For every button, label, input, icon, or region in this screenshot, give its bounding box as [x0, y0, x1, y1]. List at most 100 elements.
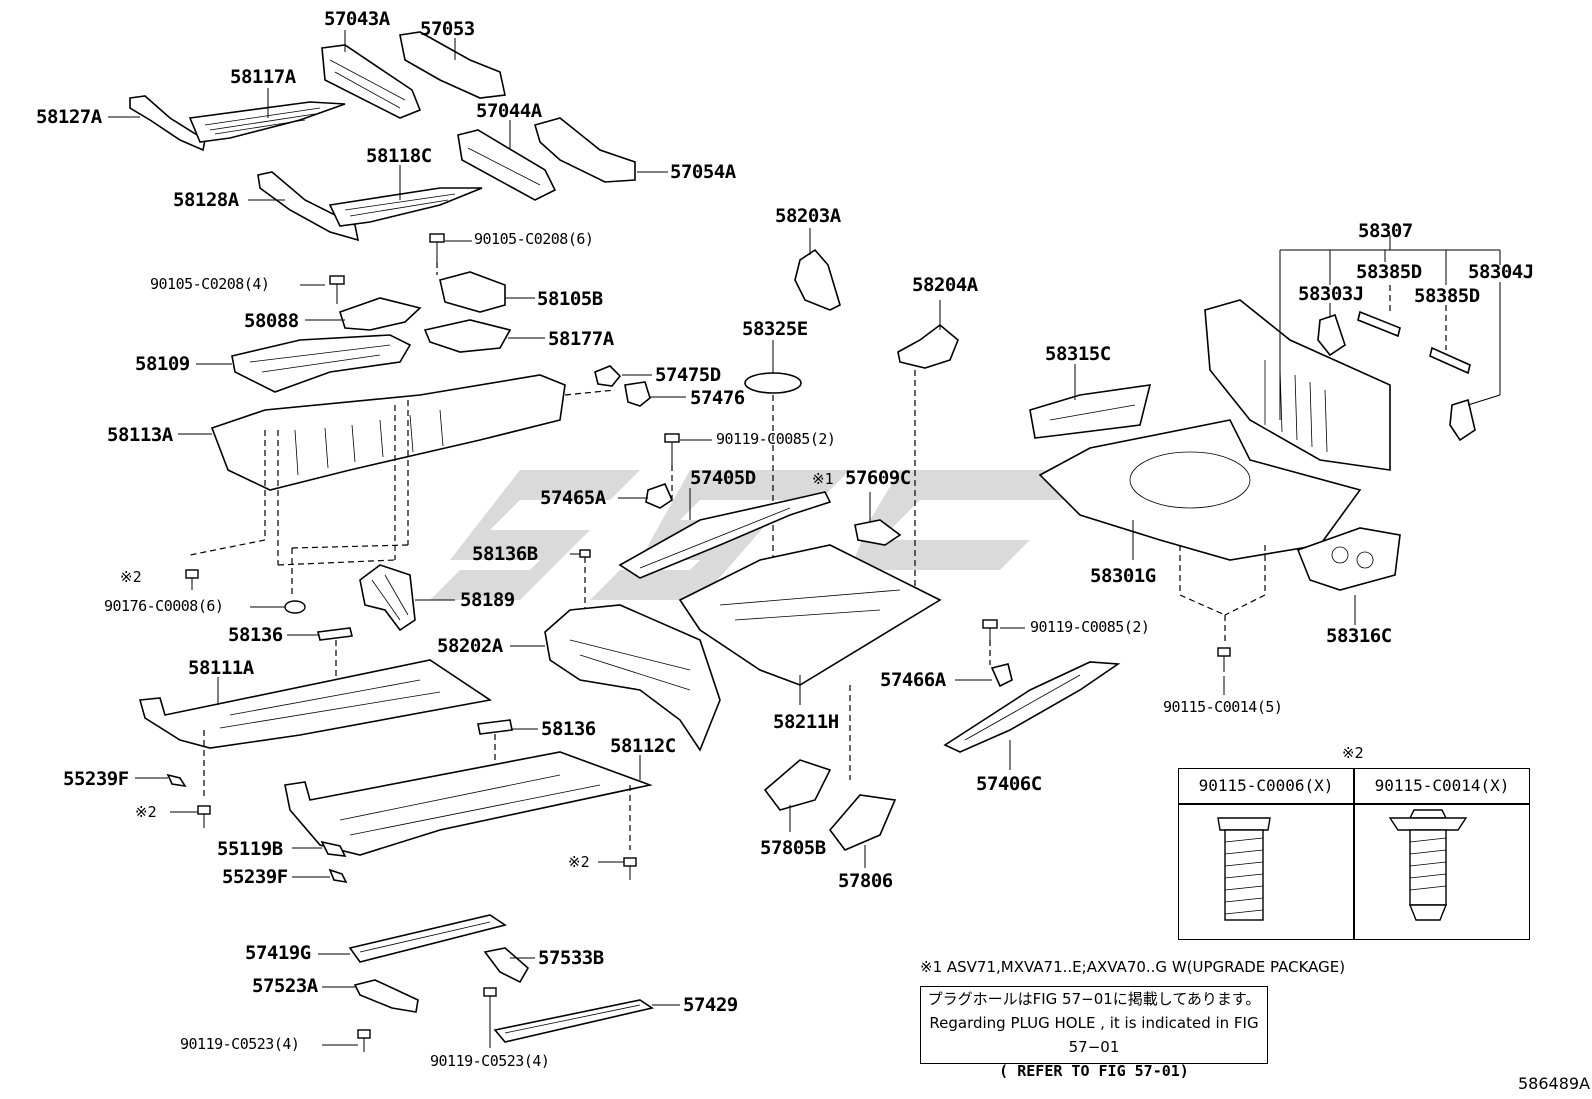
label-57805B: 57805B: [760, 837, 826, 859]
label-58307: 58307: [1358, 220, 1413, 242]
bracket-58204A: [897, 323, 959, 600]
label-57609C: 57609C: [845, 467, 911, 489]
floor-pan-58211H: [678, 544, 942, 780]
label-90119-C0523-4a: 90119-C0523(4): [180, 1035, 300, 1053]
panel-58202A: [544, 604, 721, 752]
label-57429: 57429: [683, 994, 738, 1016]
mark2-c: ※2: [568, 853, 590, 871]
legend-divider-vertical: [1353, 769, 1355, 939]
label-58088: 58088: [244, 310, 299, 332]
bracket-57476: [624, 381, 651, 407]
clip-mark2-b: [197, 805, 211, 828]
label-57406C: 57406C: [976, 773, 1042, 795]
fastener-90115-C0006: [1217, 817, 1271, 921]
label-58113A: 58113A: [107, 424, 173, 446]
label-58211H: 58211H: [773, 711, 839, 733]
floor-pan-58113A: [189, 374, 616, 595]
label-57475D: 57475D: [655, 364, 721, 386]
label-58385D-1: 58385D: [1356, 261, 1422, 283]
label-57043A: 57043A: [324, 8, 390, 30]
label-57466A: 57466A: [880, 669, 946, 691]
label-57054A: 57054A: [670, 161, 736, 183]
label-58177A: 58177A: [548, 328, 614, 350]
fastener-legend-table: 90115-C0006(X) 90115-C0014(X): [1178, 768, 1530, 940]
label-58301G: 58301G: [1090, 565, 1156, 587]
label-55239F-b: 55239F: [222, 866, 288, 888]
label-58117A: 58117A: [230, 66, 296, 88]
label-90119-C0085-2a: 90119-C0085(2): [716, 430, 836, 448]
label-58105B: 58105B: [537, 288, 603, 310]
label-58189: 58189: [460, 589, 515, 611]
label-58109: 58109: [135, 353, 190, 375]
bracket-58177A: [423, 319, 512, 353]
figure-id: 586489A: [1518, 1074, 1591, 1093]
strip-58385D-2: [1429, 346, 1471, 375]
bracket-57466A: [990, 663, 1013, 688]
label-58316C: 58316C: [1326, 625, 1392, 647]
label-58202A: 58202A: [437, 635, 503, 657]
bolt-90105-6: [429, 233, 445, 275]
label-57465A: 57465A: [540, 487, 606, 509]
label-58315C: 58315C: [1045, 343, 1111, 365]
clip-55239F-a: [166, 773, 187, 788]
crossmember-58109: [231, 334, 412, 393]
bolt-90119-4b: [483, 987, 497, 1040]
legend-mark: ※2: [1342, 744, 1364, 762]
leader-lines: [108, 30, 1356, 1048]
member-57406C: [943, 661, 1121, 753]
legend-divider-horizontal: [1179, 803, 1529, 805]
bracket-58203A: [794, 248, 841, 311]
label-58136-b: 58136: [541, 718, 596, 740]
clip-55119B: [320, 840, 347, 857]
floor-panel-58111A: [138, 659, 493, 800]
bracket-57523A: [353, 979, 419, 1013]
label-58128A: 58128A: [173, 189, 239, 211]
label-90105-C0208-6: 90105-C0208(6): [474, 230, 594, 248]
panel-58307: [1204, 299, 1391, 471]
bracket-58304J: [1449, 398, 1476, 442]
bolt-90105-4: [329, 275, 345, 304]
label-58136B: 58136B: [472, 543, 538, 565]
bracket-57805B: [763, 759, 832, 811]
note-line-jp: プラグホールはFIG 57−01に掲載してあります。: [927, 990, 1261, 1008]
note-line-refer: ( REFER TO FIG 57-01): [999, 1062, 1189, 1080]
strip-58385D-1: [1357, 310, 1401, 338]
label-57806: 57806: [838, 870, 893, 892]
clip-55239F-b: [328, 868, 348, 884]
label-57476: 57476: [690, 387, 745, 409]
label-57419G: 57419G: [245, 942, 311, 964]
label-58111A: 58111A: [188, 657, 254, 679]
rail-58117A: [188, 101, 346, 143]
label-90119-C0085-2b: 90119-C0085(2): [1030, 618, 1150, 636]
bolt-90119-4a: [357, 1029, 371, 1052]
bracket-57533B: [483, 947, 530, 984]
label-90115-C0014-5: 90115-C0014(5): [1163, 698, 1283, 716]
member-57054A: [534, 117, 636, 183]
grommet-90176: [284, 600, 306, 614]
floor-pan-58301G: [1038, 419, 1362, 645]
label-58325E: 58325E: [742, 318, 808, 340]
rail-58127A: [129, 95, 206, 152]
legend-col2-header: 90115-C0014(X): [1374, 776, 1510, 795]
fastener-90115-C0014: [1388, 809, 1468, 921]
rail-58118C: [328, 187, 483, 227]
label-58127A: 58127A: [36, 106, 102, 128]
mark2-a: ※2: [120, 568, 142, 586]
clip-58136B: [579, 549, 591, 610]
member-57053: [399, 31, 506, 99]
legend-col1-header: 90115-C0006(X): [1198, 776, 1334, 795]
label-58304J: 58304J: [1468, 261, 1534, 283]
bolt-90115-5: [1217, 647, 1231, 672]
mark-57609C: ※1: [812, 470, 834, 488]
bracket-57475D: [594, 365, 622, 387]
label-57044A: 57044A: [476, 100, 542, 122]
bracket-58105B: [439, 271, 506, 313]
label-58385D-2: 58385D: [1414, 285, 1480, 307]
bracket-57806: [828, 794, 897, 851]
label-58303J: 58303J: [1298, 283, 1364, 305]
rail-57419G: [348, 914, 507, 963]
label-55119B: 55119B: [217, 838, 283, 860]
label-55239F-a: 55239F: [63, 768, 129, 790]
member-57405D: [618, 491, 832, 579]
